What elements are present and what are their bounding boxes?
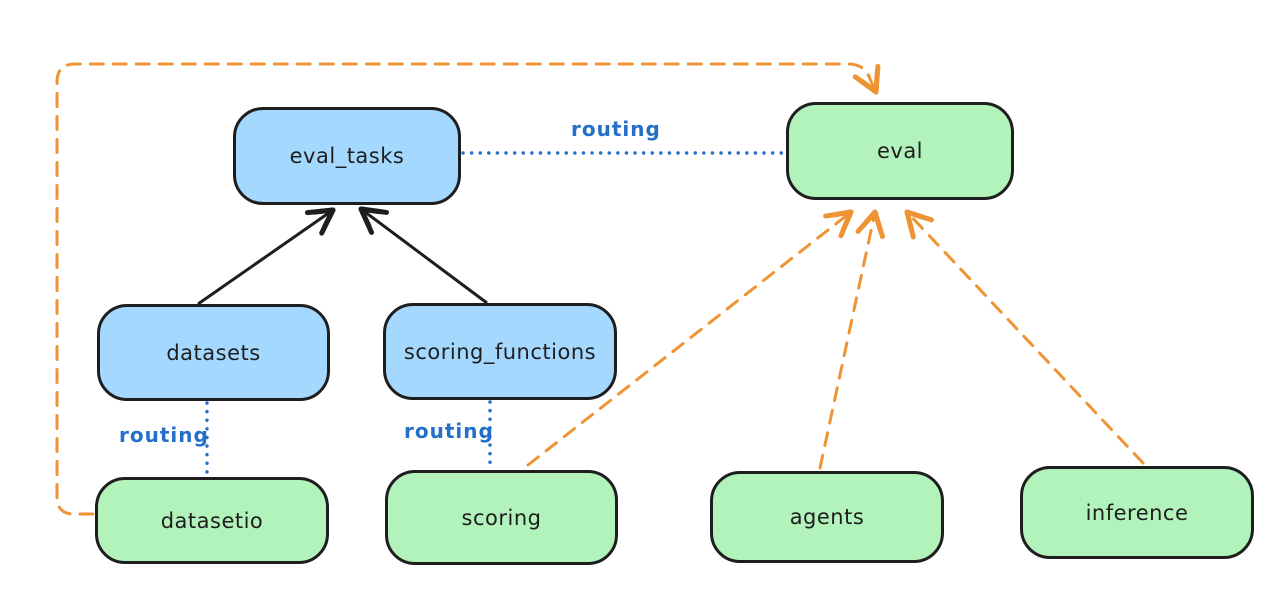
node-scoring-functions-label: scoring_functions [403,339,597,364]
node-agents: agents [710,471,944,563]
edge-label-routing-top: routing [571,117,661,141]
edge-agents-to-eval [818,209,885,470]
node-eval: eval [786,102,1014,200]
node-datasetio: datasetio [95,477,329,564]
node-scoring: scoring [385,470,618,565]
node-scoring-functions: scoring_functions [383,303,617,400]
node-agents-label: agents [789,505,865,529]
edge-datasets-to-eval-tasks [197,207,336,306]
node-datasets: datasets [97,304,330,401]
node-inference-label: inference [1085,500,1189,525]
node-datasetio-label: datasetio [160,508,264,533]
edge-datasetio-to-eval-loop [55,62,881,516]
node-scoring-label: scoring [461,505,542,530]
node-eval-label: eval [876,139,924,163]
node-inference: inference [1020,466,1254,559]
edge-label-routing-datasets: routing [119,423,209,447]
node-datasets-label: datasets [166,340,261,365]
node-eval-tasks: eval_tasks [233,107,461,205]
edge-inference-to-eval [904,209,1145,465]
edge-scoring-to-eval [526,209,854,467]
edge-label-routing-scoring: routing [404,419,494,443]
node-eval-tasks-label: eval_tasks [289,144,405,168]
edge-scoring-functions-to-eval-tasks [358,206,488,305]
